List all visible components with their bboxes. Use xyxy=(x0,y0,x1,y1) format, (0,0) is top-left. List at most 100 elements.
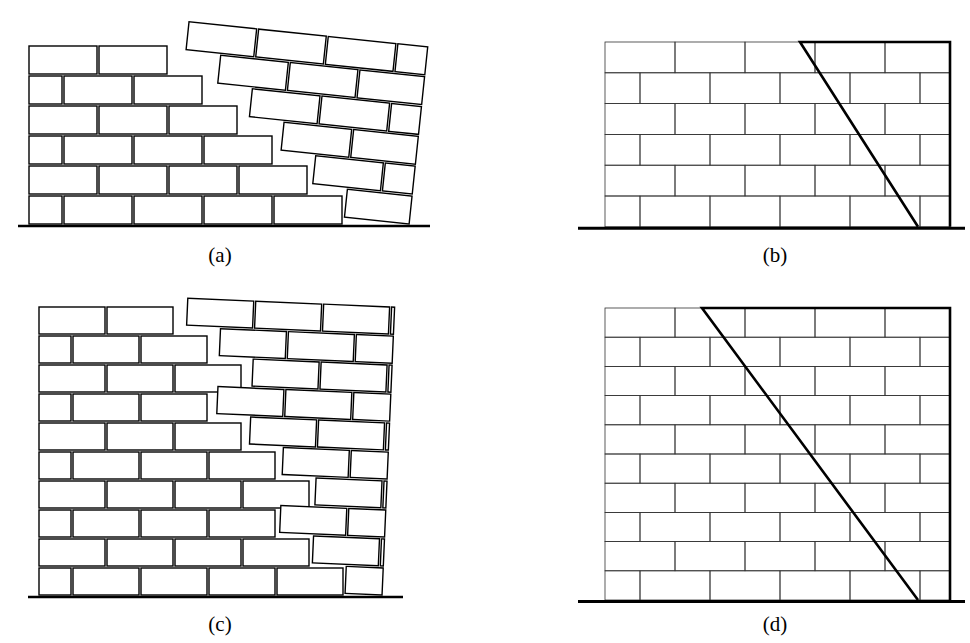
brick xyxy=(920,73,950,104)
brick xyxy=(605,366,675,395)
brick xyxy=(710,196,780,227)
brick xyxy=(605,512,640,541)
brick xyxy=(175,539,241,566)
brick xyxy=(141,394,207,421)
brick xyxy=(209,568,275,595)
brick xyxy=(920,134,950,165)
brick xyxy=(640,337,710,366)
panel-label: (d) xyxy=(763,612,788,637)
brick xyxy=(134,136,202,164)
brick xyxy=(107,307,173,334)
cracked-wall xyxy=(28,298,403,597)
brick xyxy=(239,166,307,194)
brick xyxy=(357,70,425,105)
brick xyxy=(605,483,675,512)
brick xyxy=(850,454,920,483)
brick xyxy=(169,166,237,194)
brick xyxy=(745,165,815,196)
brick xyxy=(256,29,327,64)
brick xyxy=(640,73,710,104)
brick xyxy=(312,536,379,566)
brick xyxy=(780,337,850,366)
brick xyxy=(39,539,105,566)
brick xyxy=(780,454,850,483)
brick xyxy=(885,425,950,454)
brick xyxy=(169,106,237,134)
brick xyxy=(675,542,745,571)
brick xyxy=(710,134,780,165)
brick xyxy=(815,366,885,395)
brick xyxy=(39,423,105,450)
panel-label: (c) xyxy=(208,612,231,637)
brick xyxy=(885,104,950,135)
brick xyxy=(605,337,640,366)
brick xyxy=(187,298,254,328)
brick xyxy=(255,301,322,331)
brick xyxy=(675,42,745,73)
brick xyxy=(252,359,319,389)
brick xyxy=(605,42,675,73)
brick xyxy=(745,104,815,135)
brick xyxy=(39,452,71,479)
brick xyxy=(710,454,780,483)
brick xyxy=(745,542,815,571)
brick xyxy=(390,307,394,334)
brick xyxy=(885,483,950,512)
brick xyxy=(320,362,387,392)
brick xyxy=(250,417,317,447)
brick xyxy=(885,42,950,73)
brick xyxy=(605,196,640,227)
brick xyxy=(605,104,675,135)
ground-line xyxy=(578,227,965,230)
brick xyxy=(710,512,780,541)
brick xyxy=(209,452,275,479)
brick xyxy=(141,452,207,479)
brick xyxy=(287,332,354,362)
brick xyxy=(350,450,388,479)
brick xyxy=(385,423,389,450)
brick xyxy=(73,510,139,537)
brick xyxy=(920,454,950,483)
brick xyxy=(280,505,347,535)
brick xyxy=(850,337,920,366)
brick xyxy=(605,571,640,600)
brick xyxy=(780,396,850,425)
brick xyxy=(141,510,207,537)
brick xyxy=(243,481,309,508)
brick xyxy=(920,196,950,227)
brick xyxy=(64,196,132,224)
brick xyxy=(274,196,342,224)
brick xyxy=(780,571,850,600)
brick xyxy=(134,196,202,224)
brick xyxy=(640,571,710,600)
brick xyxy=(141,568,207,595)
brick xyxy=(382,163,415,194)
brick xyxy=(885,366,950,395)
brick xyxy=(640,134,710,165)
brick xyxy=(73,394,139,421)
brick xyxy=(73,336,139,363)
brick xyxy=(285,390,352,420)
brick xyxy=(287,63,358,98)
brick xyxy=(605,454,640,483)
brick xyxy=(313,156,384,191)
brick xyxy=(710,73,780,104)
brick xyxy=(920,396,950,425)
brick xyxy=(99,106,167,134)
brick xyxy=(815,542,885,571)
brick xyxy=(107,365,173,392)
brick xyxy=(99,46,167,74)
brick xyxy=(39,365,105,392)
brick xyxy=(249,89,320,124)
brick xyxy=(885,308,950,337)
brick xyxy=(175,481,241,508)
ground-line xyxy=(28,596,403,599)
brick xyxy=(815,308,885,337)
brick xyxy=(141,336,207,363)
wall-scheme xyxy=(578,42,965,228)
brick xyxy=(355,335,393,364)
brick xyxy=(710,571,780,600)
brick xyxy=(345,566,383,595)
brick xyxy=(605,308,675,337)
brick xyxy=(351,130,419,165)
